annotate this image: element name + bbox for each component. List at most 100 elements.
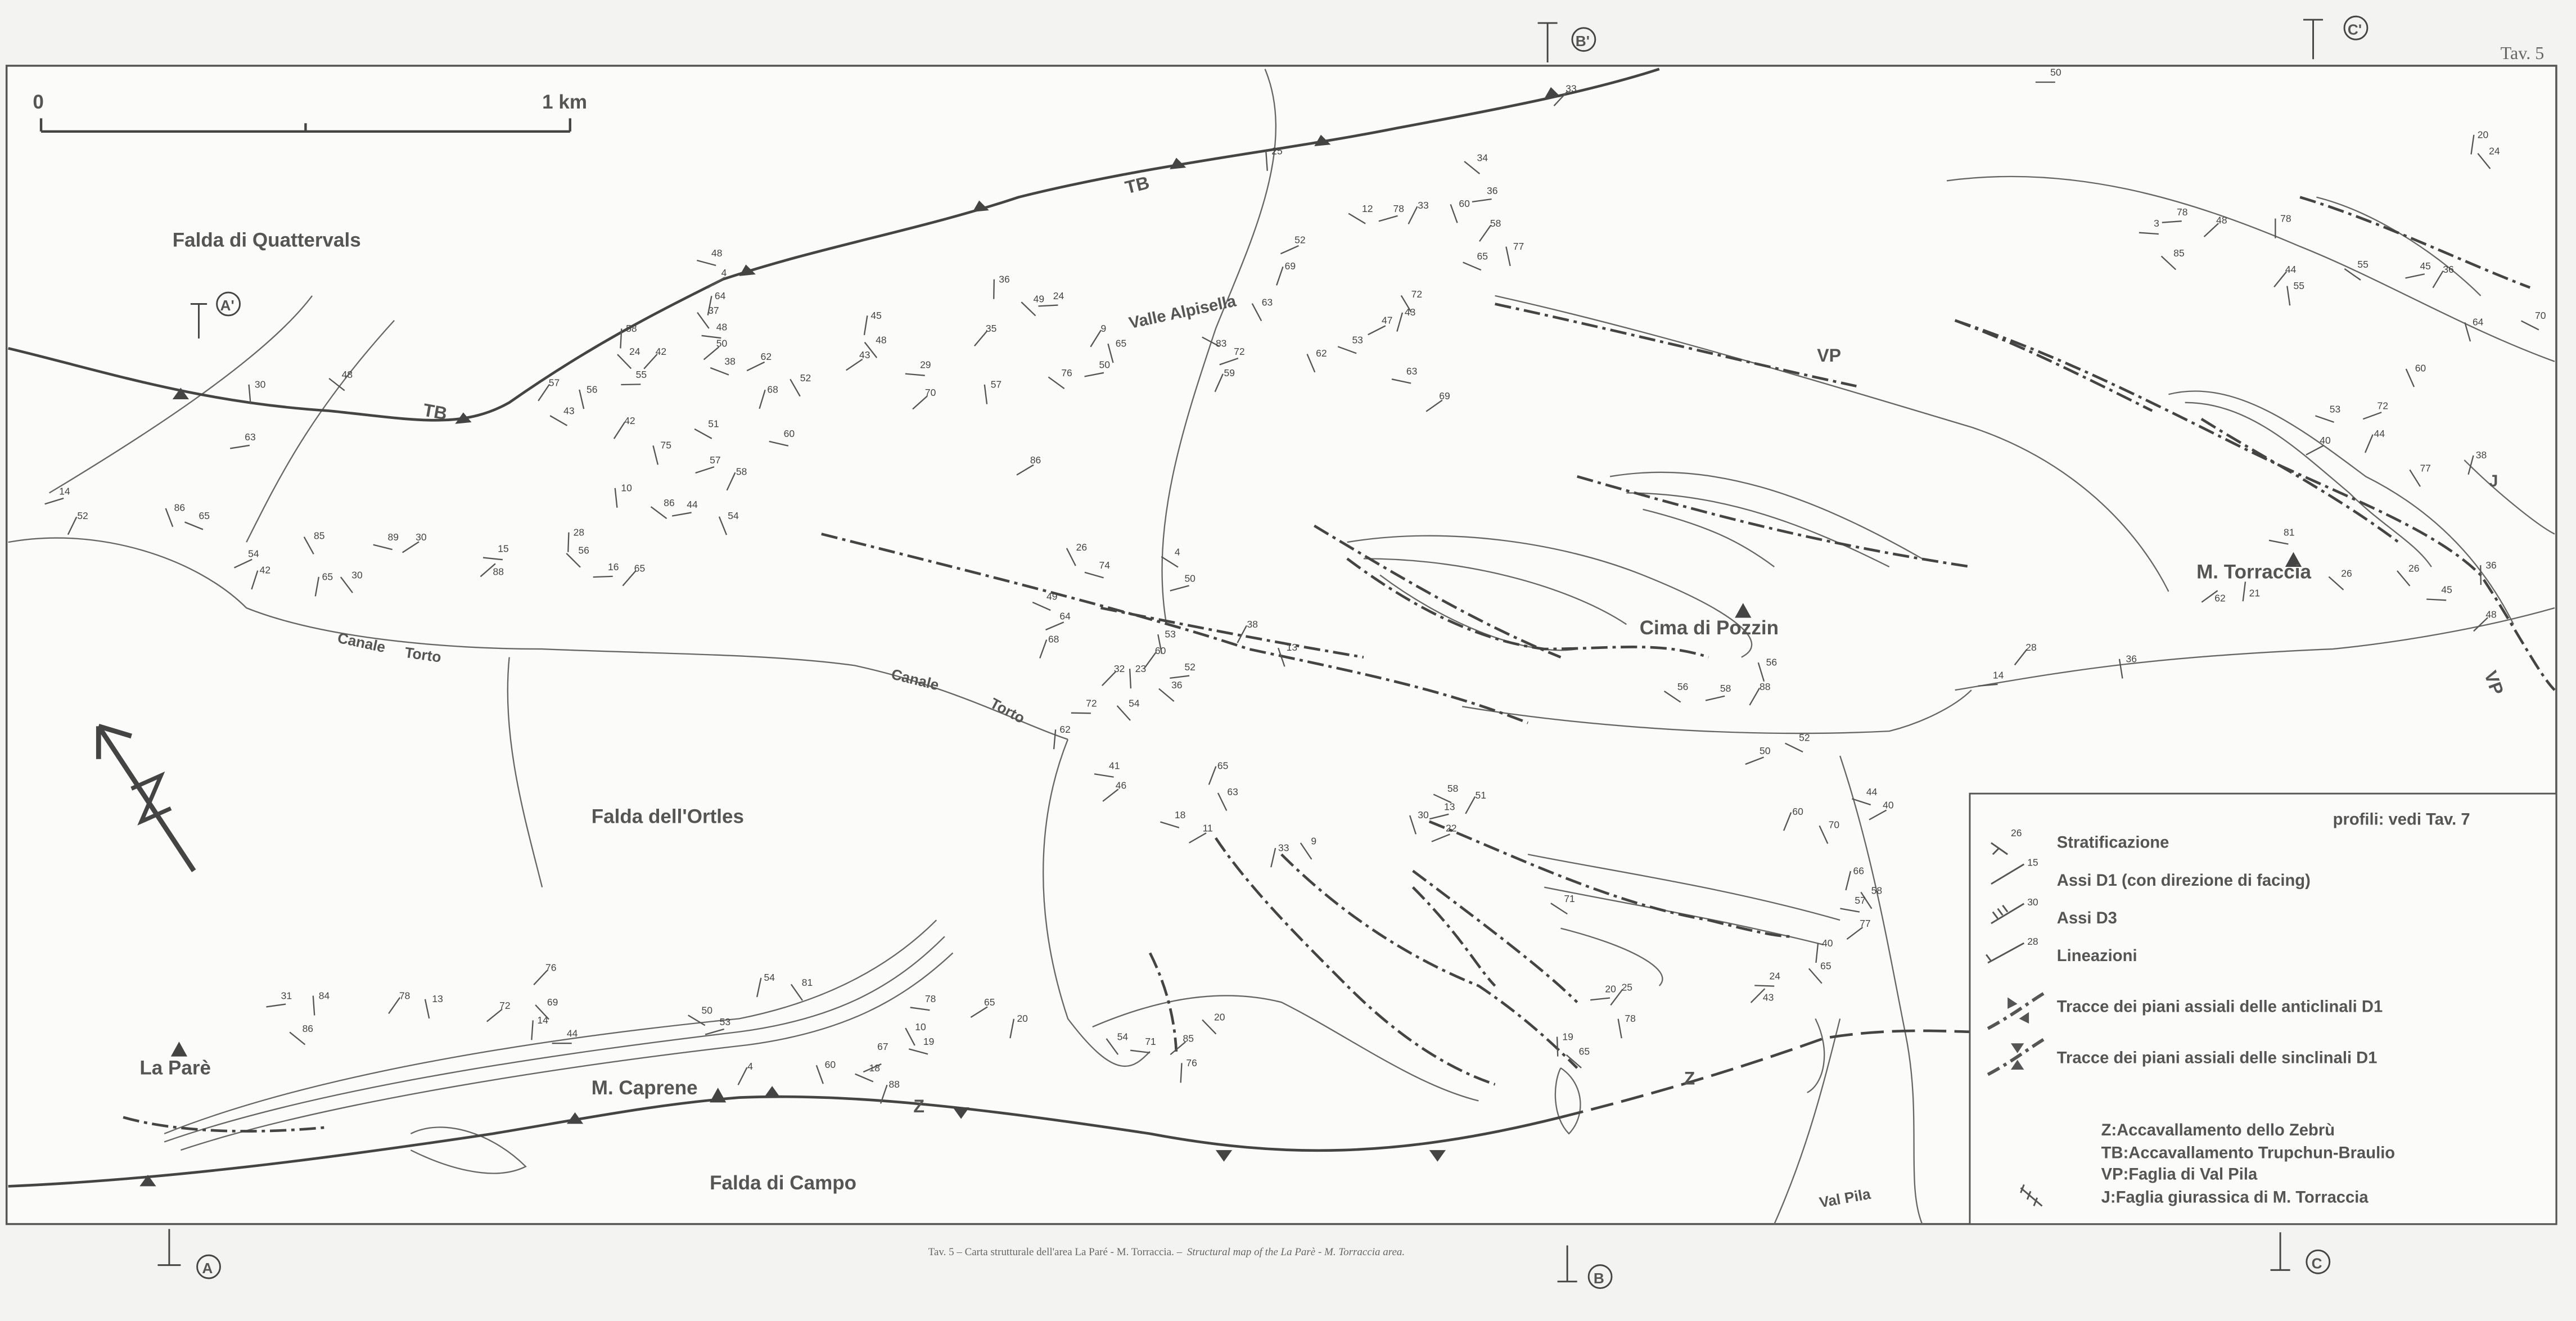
measurement-symbol-icon	[1048, 376, 1065, 390]
measurement-symbol-icon	[2242, 581, 2246, 602]
place-la-pare: La Parè	[139, 1057, 211, 1079]
measurement-value: 13	[1444, 801, 1455, 812]
measurement-value: 65	[1477, 251, 1487, 262]
measurement-symbol-icon	[2480, 565, 2482, 585]
thrust-tb	[8, 67, 1660, 424]
measurement-symbol-icon	[1158, 688, 1175, 702]
measurement-value: 33	[1418, 200, 1428, 211]
measurement-value: 63	[245, 431, 255, 443]
measurement-value: 69	[1439, 390, 1450, 402]
measurement-value: 78	[1625, 1013, 1635, 1024]
measurement-value: 70	[2535, 310, 2546, 321]
measurement-symbol-icon	[1157, 634, 1163, 654]
measurement-value: 78	[399, 990, 410, 1001]
measurement-value: 10	[621, 483, 632, 494]
measurement-symbol-icon	[303, 536, 314, 554]
measurement-symbol-icon	[566, 553, 581, 568]
measurement-symbol-icon	[1202, 1019, 1217, 1035]
measurement-value: 60	[825, 1059, 836, 1070]
measurement-symbol-icon	[613, 422, 625, 439]
measurement-value: 20	[2478, 129, 2489, 140]
measurement-symbol-icon	[1094, 773, 1114, 778]
measurement-value: 44	[2285, 264, 2297, 275]
measurement-value: 70	[925, 387, 936, 398]
measurement-symbol-icon	[2405, 368, 2415, 387]
measurement-symbol-icon	[1053, 729, 1057, 750]
measurement-value: 50	[716, 337, 728, 349]
measurement-symbol-icon	[1566, 1054, 1582, 1068]
label-z-2: Z	[1684, 1068, 1695, 1088]
measurement-value: 70	[1829, 819, 1840, 830]
measurement-value: 65	[1217, 760, 1228, 771]
measurement-value: 45	[2441, 584, 2452, 596]
measurement-symbol-icon	[1280, 245, 1299, 255]
measurement-value: 33	[1278, 842, 1289, 853]
measurement-symbol-icon	[1463, 262, 1482, 271]
legend-stratificazione: Stratificazione	[2057, 834, 2169, 852]
measurement-value: 24	[2489, 146, 2500, 157]
measurement-symbol-icon	[1251, 303, 1262, 322]
measurement-value: 88	[493, 566, 503, 578]
measurement-symbol-icon	[1750, 988, 1766, 1003]
measurement-symbol-icon	[1464, 161, 1481, 174]
measurement-symbol-icon	[373, 544, 393, 551]
measurement-value: 58	[1871, 885, 1882, 896]
measurement-symbol-icon	[1170, 1041, 1186, 1056]
measurement-symbol-icon	[1869, 809, 1887, 820]
place-m-caprene: M. Caprene	[592, 1077, 698, 1099]
measurement-symbol-icon	[974, 330, 988, 347]
measurement-symbol-icon	[533, 970, 548, 985]
measurement-value: 54	[1117, 1031, 1129, 1042]
measurement-symbol-icon	[1066, 548, 1076, 566]
measurement-symbol-icon	[1276, 266, 1284, 286]
measurement-value: 55	[2293, 280, 2304, 291]
measurement-symbol-icon	[402, 541, 419, 553]
measurement-symbol-icon	[1617, 1018, 1622, 1039]
measurement-value: 15	[498, 543, 508, 554]
measurement-symbol-icon	[2521, 320, 2539, 331]
measurement-value: 63	[1262, 296, 1273, 308]
measurement-value: 42	[260, 565, 270, 576]
measurement-value: 52	[1799, 732, 1810, 743]
measurement-value: 56	[578, 545, 589, 556]
profile-c: C	[2312, 1255, 2322, 1272]
measurement-value: 19	[1562, 1031, 1573, 1042]
measurement-symbol-icon	[1337, 346, 1357, 354]
measurement-value: 20	[1017, 1013, 1028, 1024]
measurement-value: 77	[2420, 463, 2430, 474]
profile-a-prime: A'	[220, 297, 234, 314]
measurement-value: 47	[1382, 315, 1392, 326]
measurement-value: 56	[1766, 656, 1777, 668]
measurement-value: 44	[2374, 428, 2385, 439]
measurement-value: 50	[1184, 572, 1195, 584]
measurement-value: 36	[2485, 560, 2496, 571]
measurement-symbol-icon	[312, 995, 315, 1016]
measurement-symbol-icon	[1038, 304, 1058, 307]
measurement-symbol-icon	[2328, 576, 2344, 590]
caption-italian: Tav. 5 – Carta strutturale dell'area La …	[928, 1246, 1183, 1258]
measurement-symbol-icon	[1306, 354, 1316, 373]
measurement-value: 62	[1059, 724, 1070, 735]
legend-value-0: 26	[2011, 827, 2022, 838]
measurement-symbol-icon	[1590, 997, 1610, 1001]
measurement-value: 40	[2320, 435, 2331, 446]
measurement-value: 13	[1287, 642, 1297, 653]
measurement-symbol-icon	[1505, 246, 1511, 267]
measurement-value: 71	[1145, 1036, 1156, 1047]
measurement-symbol-icon	[1189, 832, 1207, 844]
measurement-symbol-icon	[908, 1048, 928, 1055]
measurement-symbol-icon	[1116, 705, 1131, 721]
measurement-value: 18	[869, 1062, 880, 1074]
measurement-symbol-icon	[1348, 213, 1366, 224]
measurement-symbol-icon	[579, 389, 585, 409]
measurement-symbol-icon	[328, 377, 345, 391]
measurement-value: 50	[2050, 66, 2061, 78]
measurement-value: 75	[660, 440, 671, 451]
measurement-symbol-icon	[1407, 206, 1418, 224]
measurement-symbol-icon	[1202, 336, 1220, 347]
measurement-value: 67	[877, 1041, 888, 1052]
measurement-symbol-icon	[1032, 601, 1051, 611]
measurement-symbol-icon	[2432, 270, 2444, 288]
unit-falda-dell-ortles: Falda dell'Ortles	[592, 806, 744, 828]
measurement-symbol-icon	[2014, 649, 2028, 666]
